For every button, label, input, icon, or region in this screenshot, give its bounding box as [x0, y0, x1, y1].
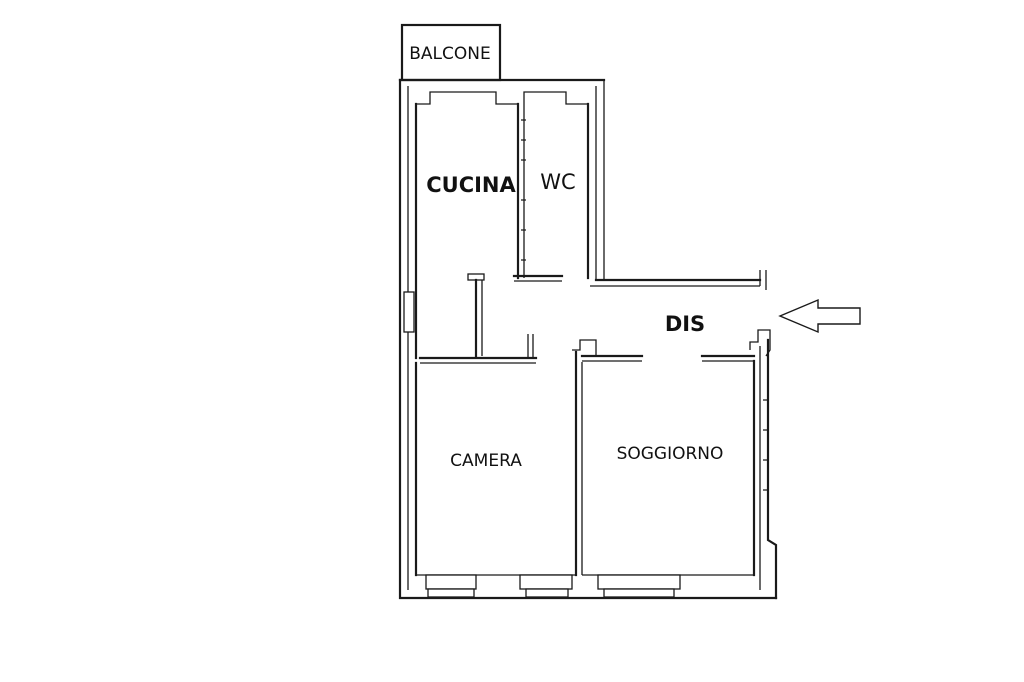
room-label-cucina: CUCINA — [426, 173, 516, 197]
entrance-arrow-icon — [778, 298, 861, 334]
room-label-soggiorno: SOGGIORNO — [617, 444, 724, 464]
wc-walls — [512, 91, 590, 282]
room-label-dis: DIS — [665, 312, 705, 336]
room-label-wc: WC — [540, 170, 575, 194]
outer-walls — [398, 78, 778, 600]
kitchen-walls — [403, 91, 525, 360]
camera-walls — [414, 334, 583, 598]
room-label-balcone: BALCONE — [409, 44, 490, 64]
soggiorno-walls — [572, 329, 771, 598]
room-label-camera: CAMERA — [450, 451, 522, 471]
